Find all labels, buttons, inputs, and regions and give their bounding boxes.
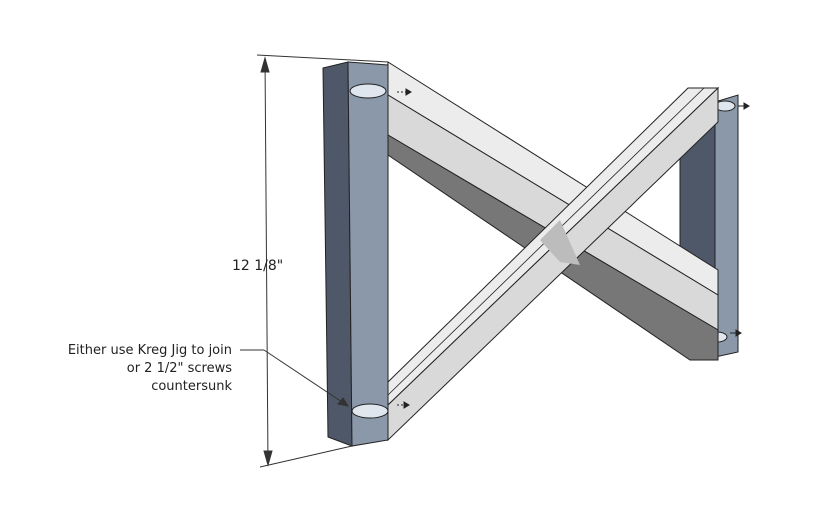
screw-marks [397, 88, 750, 409]
height-dimension [256, 54, 389, 468]
left-post-bottom-pocket-hole [351, 403, 389, 419]
note-leader [240, 349, 350, 407]
joinery-note: Either use Kreg Jig to join or 2 1/2" sc… [20, 342, 232, 396]
note-line: or 2 1/2" screws [126, 361, 232, 376]
diagonal-board-b [387, 86, 720, 442]
height-dimension-label: 12 1/8" [232, 258, 284, 274]
screw-arrow-icon [403, 401, 410, 409]
note-line: Either use Kreg Jig to join [67, 343, 232, 358]
screw-arrow-icon [743, 102, 750, 110]
left-post-top-pocket-hole [349, 83, 387, 99]
diagonal-board-b-shadow [540, 220, 580, 265]
screw-arrow-icon [735, 329, 742, 337]
left-post [322, 61, 389, 447]
screw-arrow-icon [405, 88, 412, 96]
note-line: countersunk [151, 379, 232, 394]
left-post-front [347, 61, 389, 447]
left-post-side [322, 61, 353, 447]
